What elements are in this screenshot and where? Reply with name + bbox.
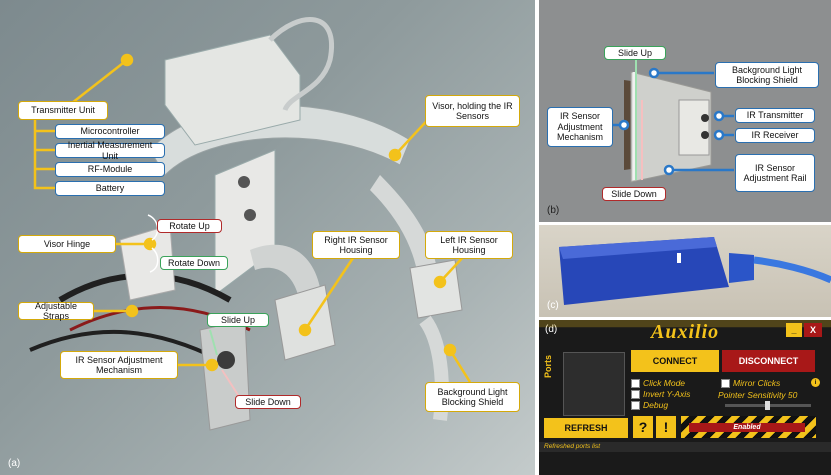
ports-list[interactable] (563, 352, 625, 416)
label-visor-hinge: Visor Hinge (18, 235, 116, 253)
label-rotate-up: Rotate Up (157, 219, 222, 233)
label-right-ir-housing: Right IR Sensor Housing (312, 231, 400, 259)
pointer-sensitivity-label: Pointer Sensitivity 50 (718, 390, 798, 400)
refresh-button[interactable]: REFRESH (544, 418, 628, 438)
label-b-bg-shield: Background Light Blocking Shield (715, 62, 819, 88)
label-imu: Inertial Measurement Unit (55, 140, 165, 161)
status-bar (539, 442, 831, 452)
mirror-clicks-box[interactable] (721, 378, 730, 388)
click-mode-label: Click Mode (643, 378, 686, 388)
usb-receiver-illustration (559, 237, 831, 305)
panel-d-auxilio-app: (d) Auxilio _ X Ports CONNECT DISCONNECT… (539, 320, 831, 475)
panel-c-tag: (c) (547, 300, 559, 311)
minimize-button[interactable]: _ (786, 323, 802, 337)
panel-a-leaders (33, 53, 472, 399)
panel-c-receiver-photo: (c) (539, 225, 831, 317)
label-slide-up: Slide Up (207, 313, 269, 327)
panel-a-tag: (a) (8, 458, 21, 469)
label-b-ir-adj-mechanism: IR Sensor Adjustment Mechanism (547, 107, 613, 147)
label-b-ir-transmitter: IR Transmitter (735, 108, 815, 123)
panel-d-tag: (d) (545, 324, 558, 335)
label-left-ir-housing: Left IR Sensor Housing (425, 231, 513, 259)
label-adjustable-straps: Adjustable Straps (18, 301, 94, 321)
label-bg-light-shield: Background Light Blocking Shield (425, 382, 520, 412)
ports-label: Ports (543, 354, 553, 378)
debug-label: Debug (643, 400, 669, 410)
disconnect-button[interactable]: DISCONNECT (722, 350, 815, 372)
label-b-slide-up: Slide Up (604, 46, 666, 60)
debug-checkbox[interactable]: Debug (631, 400, 668, 410)
label-rf-module: RF-Module (55, 162, 165, 177)
info-icon[interactable]: i (811, 378, 820, 387)
label-microcontroller: Microcontroller (55, 124, 165, 139)
panel-b-ir-module: Slide Up Background Light Blocking Shiel… (539, 0, 831, 222)
status-text: Refreshed ports list (544, 443, 600, 450)
invert-y-checkbox[interactable]: Invert Y-Axis (631, 389, 690, 399)
label-slide-down: Slide Down (235, 395, 301, 409)
label-b-ir-receiver: IR Receiver (735, 128, 815, 143)
invert-y-box[interactable] (631, 389, 640, 399)
click-mode-box[interactable] (631, 378, 640, 388)
close-button[interactable]: X (804, 323, 822, 337)
mirror-clicks-label: Mirror Clicks (733, 378, 781, 388)
connect-button[interactable]: CONNECT (631, 350, 719, 372)
click-mode-checkbox[interactable]: Click Mode (631, 378, 685, 388)
label-ir-adjustment-mechanism: IR Sensor Adjustment Mechanism (60, 351, 178, 379)
enabled-indicator: Enabled (689, 423, 805, 432)
label-b-ir-rail: IR Sensor Adjustment Rail (735, 154, 815, 192)
sensitivity-slider-thumb[interactable] (765, 401, 770, 410)
panel-a-headset-photo: Transmitter Unit Microcontroller Inertia… (0, 0, 535, 475)
label-visor: Visor, holding the IR Sensors (425, 95, 520, 127)
label-transmitter-unit: Transmitter Unit (18, 101, 108, 120)
mirror-clicks-checkbox[interactable]: Mirror Clicks (721, 378, 780, 388)
label-rotate-down: Rotate Down (160, 256, 228, 270)
alert-button[interactable]: ! (656, 416, 676, 438)
help-button[interactable]: ? (633, 416, 653, 438)
label-b-slide-down: Slide Down (602, 187, 666, 201)
title-bar-band (539, 320, 831, 328)
panel-b-tag: (b) (547, 205, 560, 216)
debug-box[interactable] (631, 400, 640, 410)
invert-y-label: Invert Y-Axis (643, 389, 691, 399)
app-title: Auxilio (651, 321, 720, 343)
ir-module-illustration (607, 60, 734, 183)
label-battery: Battery (55, 181, 165, 196)
